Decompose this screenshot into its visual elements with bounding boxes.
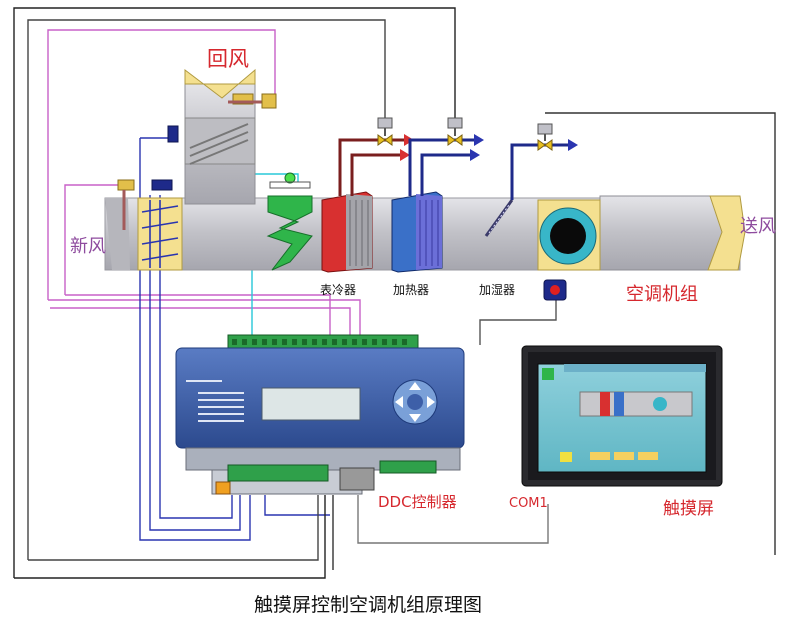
cooler-label: 表冷器 [320, 283, 357, 297]
fresh-air-label: 新风 [70, 236, 106, 257]
fresh-air-damper [137, 197, 183, 271]
keypad-icon [392, 379, 438, 425]
diagram-caption: 触摸屏控制空调机组原理图 [254, 594, 483, 616]
fan-icon [537, 199, 601, 271]
humidifier-piping [510, 139, 578, 200]
heater-coil [391, 191, 443, 273]
supply-air-label: 送风 [740, 216, 776, 237]
return-air-riser [184, 68, 268, 205]
humidifier-nozzle [484, 199, 514, 237]
touch-screen-label: 触摸屏 [663, 499, 714, 519]
damper-actuator-icon [167, 125, 179, 143]
damper-actuator-icon [151, 179, 173, 191]
ddc-controller [175, 334, 465, 495]
valve-actuator-icon [377, 117, 393, 146]
ahu-label: 空调机组 [626, 284, 698, 305]
valve-actuator-icon [537, 123, 553, 151]
ddc-controller-label: DDC控制器 [378, 493, 457, 511]
sensor-icon [543, 279, 567, 301]
terminal-block-icon [379, 460, 437, 474]
humidifier-label: 加湿器 [479, 283, 516, 297]
return-air-label: 回风 [207, 47, 249, 71]
filter [266, 172, 313, 271]
valve-actuator-icon [447, 117, 463, 146]
touch-screen-device [521, 345, 723, 487]
damper-actuator-icon [261, 93, 277, 109]
heater-label: 加热器 [393, 283, 430, 297]
cooler-piping [338, 134, 414, 196]
com1-label: COM1 [509, 496, 548, 511]
damper-actuator-icon [117, 179, 135, 230]
heater-piping [408, 134, 484, 196]
cooler-coil [321, 191, 373, 273]
